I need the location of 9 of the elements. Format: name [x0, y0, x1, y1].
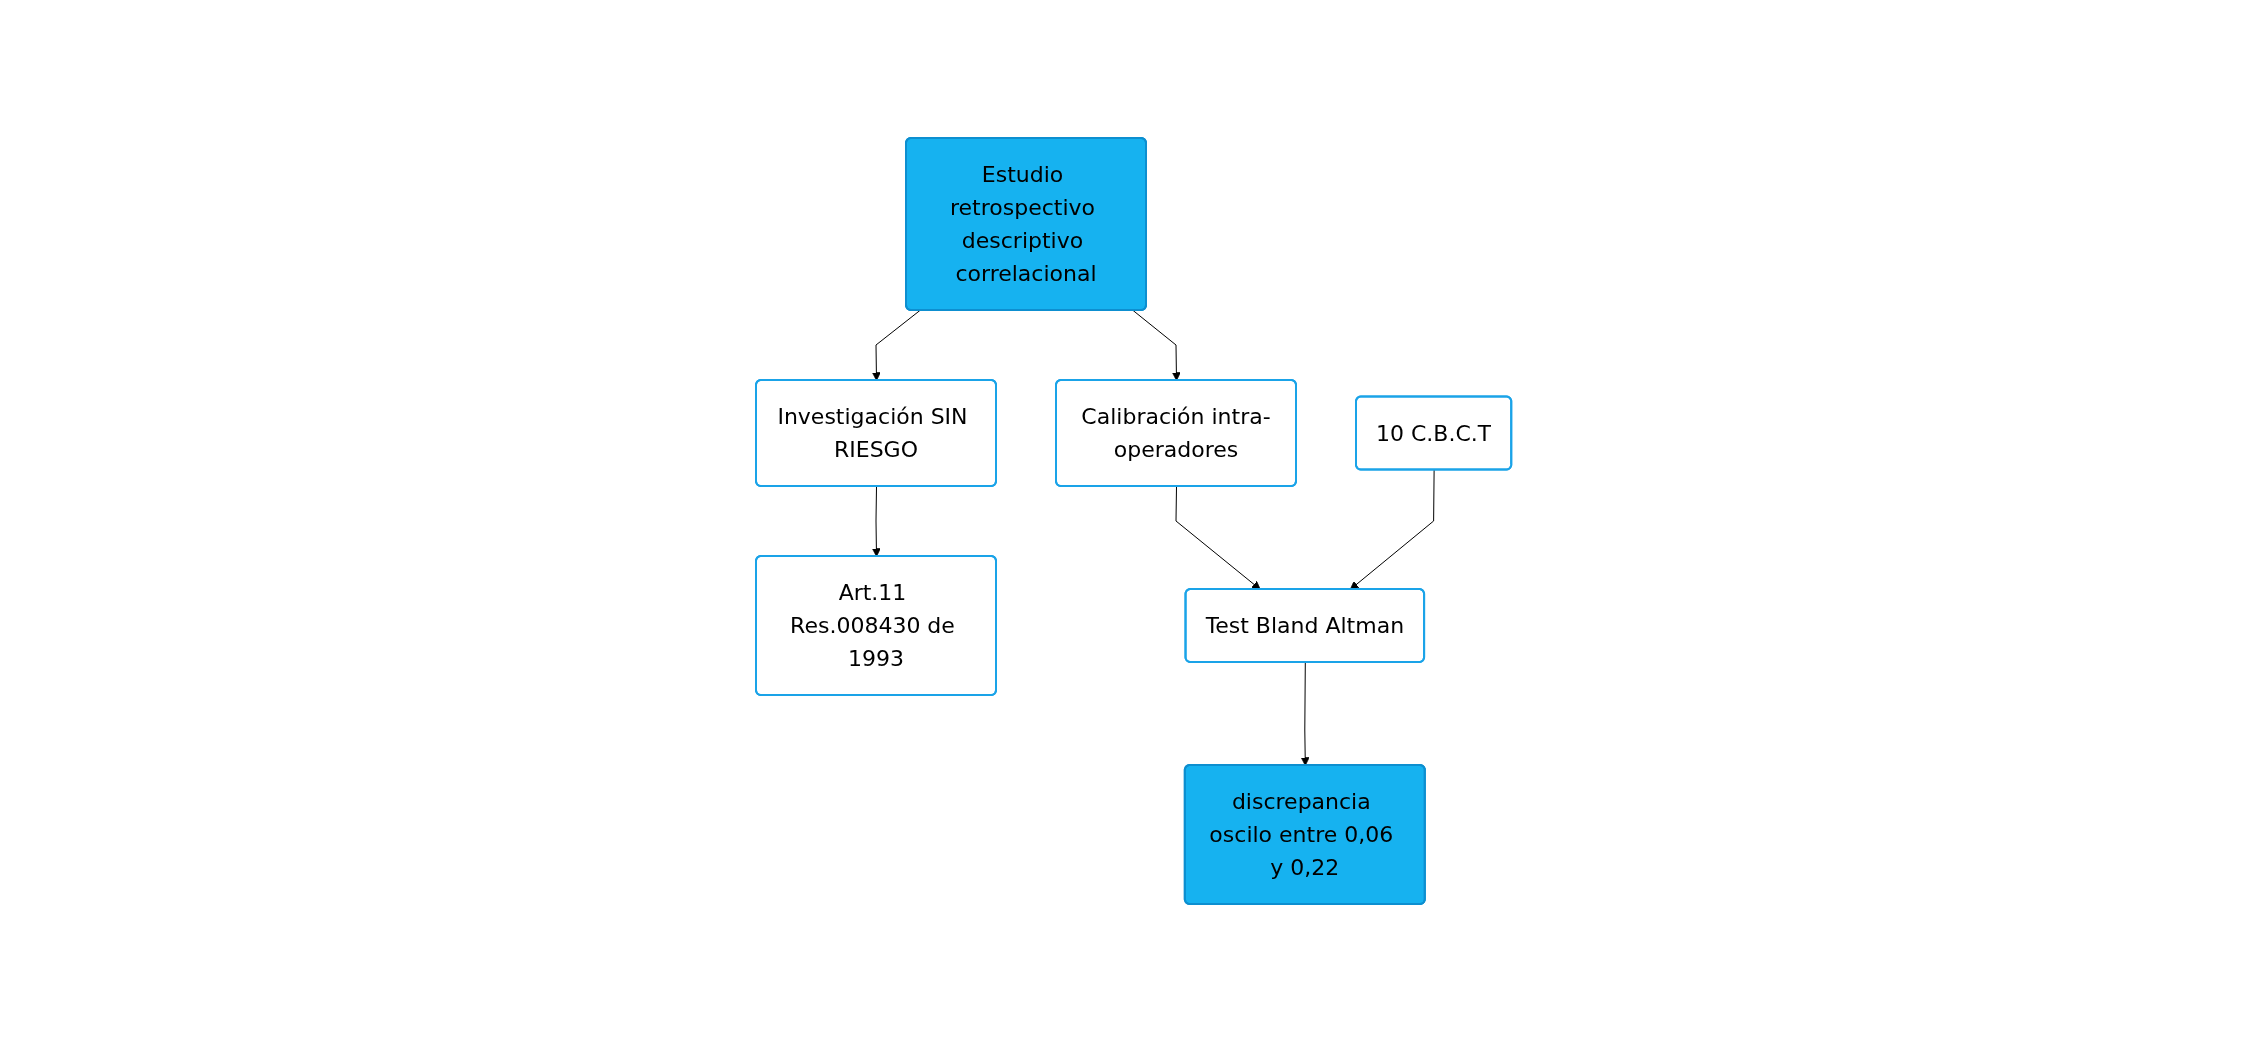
node-text: Calibración intra-operadores: [1081, 403, 1271, 462]
arrow: [1349, 469, 1435, 590]
arrow: [871, 309, 921, 381]
arrow: [871, 485, 881, 557]
node-text: Investigación SIN RIESGO: [777, 403, 968, 462]
arrow: [1175, 485, 1261, 590]
arrow: [1132, 309, 1181, 381]
arrow: [1300, 661, 1310, 766]
node-text: Art.11 Res.008430 de 1993: [789, 579, 955, 671]
